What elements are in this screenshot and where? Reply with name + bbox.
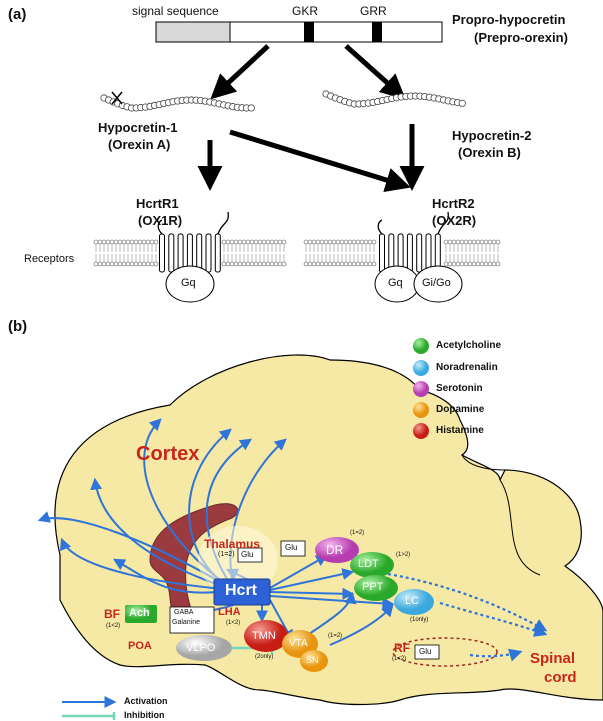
g-proteins	[165, 265, 463, 303]
tmn-nucleus	[244, 620, 288, 652]
vta-ratio: (1=2)	[328, 633, 343, 639]
legend-dot-dopamine	[413, 402, 429, 418]
tmn-ratio: (2only)	[255, 654, 274, 660]
grr-label: GRR	[360, 4, 387, 18]
lc-nucleus	[394, 589, 434, 615]
rf-region	[392, 637, 498, 667]
gaba-galanine-box	[169, 606, 215, 634]
legend-dot-histamine	[413, 423, 429, 439]
spinal-label: Spinal	[530, 650, 576, 667]
lha-label: LHA	[218, 606, 241, 618]
legend-activation: Activation	[124, 696, 168, 706]
hypocretin-1-label: Hypocretin-1	[98, 120, 178, 135]
ppt-label: PPT	[362, 581, 384, 593]
boxes	[169, 540, 440, 660]
hcrtr2-label: HcrtR2	[432, 196, 475, 211]
center-glu-label: Glu	[285, 543, 298, 552]
gq-label-2: Gq	[388, 277, 403, 289]
signal-sequence-label: signal sequence	[132, 4, 219, 18]
cleavage-arrows	[197, 44, 425, 193]
tmn-label: TMN	[252, 630, 276, 642]
ox1r-label: (OX1R)	[138, 213, 183, 228]
legend-dopamine: Dopamine	[436, 404, 485, 415]
orexin-a-label: (Orexin A)	[108, 137, 171, 152]
thalamus-shape	[149, 503, 239, 629]
legend-acetylcholine: Acetylcholine	[436, 340, 502, 351]
lha-ratio: (1<2)	[226, 620, 241, 626]
gaba-label: GABA	[174, 609, 194, 616]
hypocretin-2-peptide-chain	[322, 90, 466, 108]
nuclei	[125, 537, 434, 672]
legend-serotonin: Serotonin	[436, 383, 483, 394]
vta-label: VTA	[289, 638, 308, 649]
lc-ratio: (1only)	[410, 617, 429, 623]
vlpo-label: VLPO	[186, 642, 216, 654]
hcrt-node	[213, 578, 271, 606]
brain-outline	[54, 354, 603, 706]
orexin-b-label: (Orexin B)	[458, 145, 521, 160]
cortex-label: Cortex	[136, 443, 200, 465]
legend-noradrenalin: Noradrenalin	[436, 362, 498, 373]
rf-ratio: (1<2)	[392, 656, 407, 662]
hypocretin-2-label: Hypocretin-2	[452, 128, 532, 143]
rf-glu-label: Glu	[419, 647, 432, 656]
hcrt-label: Hcrt	[225, 582, 258, 599]
thalamus-glu-label: Glu	[241, 550, 254, 559]
dr-nucleus	[315, 537, 359, 563]
legend-histamine: Histamine	[436, 425, 484, 436]
dr-ratio: (1=2)	[350, 530, 365, 536]
ldt-ratio: (1>2)	[396, 552, 411, 558]
hcrtr1-receptor	[93, 211, 287, 273]
receptors-label: Receptors	[24, 253, 75, 265]
galanine-label: Galanine	[172, 619, 201, 626]
legend-dot-serotonin	[413, 381, 429, 397]
ldt-nucleus	[350, 552, 394, 578]
rf-label: RF	[394, 641, 410, 655]
legend-inhibition: Inhibition	[124, 710, 165, 720]
ox2r-label: (OX2R)	[432, 213, 477, 228]
spinal-projections	[387, 572, 548, 662]
cord-label: cord	[544, 669, 577, 686]
sn-label: SN	[306, 655, 319, 665]
precursor-title: Propro-hypocretin	[452, 12, 566, 27]
legend-dots	[413, 338, 429, 439]
thalamus-label: Thalamus	[204, 537, 261, 551]
bf-ratio: (1<2)	[106, 623, 121, 629]
panel-a-label: (a)	[8, 6, 27, 23]
bottom-legend-lines	[62, 696, 117, 720]
sn-nucleus	[300, 650, 328, 672]
legend-dot-noradrenalin	[413, 360, 429, 376]
thalamus-ratio: (1=2)	[218, 551, 235, 558]
precursor-subtitle: (Prepro-orexin)	[474, 30, 568, 45]
ppt-nucleus	[354, 575, 398, 601]
dr-label: DR	[326, 543, 344, 557]
rf-glu-box	[414, 644, 440, 660]
hypocretin-1-peptide-chain	[100, 91, 255, 112]
panel-b-label: (b)	[8, 318, 28, 335]
legend-dot-acetylcholine	[413, 338, 429, 354]
hcrtr1-label: HcrtR1	[136, 196, 179, 211]
ldt-label: LDT	[358, 558, 379, 570]
gi-go-label: Gi/Go	[422, 277, 451, 289]
thalamus-glu-box	[237, 547, 263, 563]
gq-label-1: Gq	[181, 277, 196, 289]
poa-label: POA	[128, 640, 152, 652]
ach-node	[125, 605, 157, 623]
ach-label: Ach	[129, 607, 150, 619]
gkr-label: GKR	[292, 4, 319, 18]
center-glu-box	[280, 540, 306, 557]
lc-label: LC	[405, 595, 420, 607]
vlpo-nucleus	[176, 635, 232, 661]
precursor-bar	[155, 21, 443, 43]
bf-label: BF	[104, 607, 120, 621]
